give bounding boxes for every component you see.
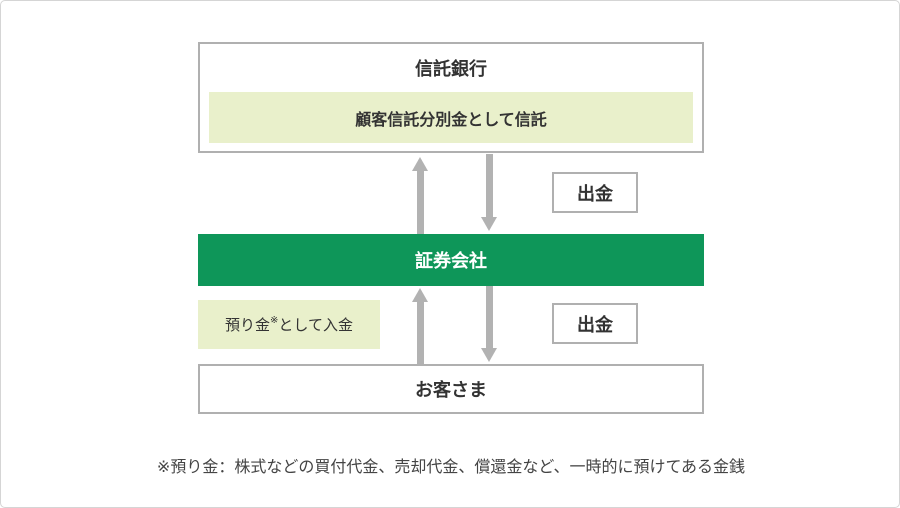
arrow-up-customer-to-securities-icon <box>412 288 428 364</box>
withdrawal-label-bottom: 出金 <box>552 303 638 344</box>
securities-company-bar: 証券会社 <box>198 234 704 286</box>
arrow-shaft <box>485 286 493 348</box>
deposit-label: 預り金※として入金 <box>198 300 380 349</box>
arrowhead-up-icon <box>412 157 428 171</box>
footnote: ※預り金：株式などの買付代金、売却代金、償還金など、一時的に預けてある金銭 <box>156 459 746 476</box>
trust-bank-title: 信託銀行 <box>415 59 487 79</box>
arrowhead-down-icon <box>481 217 497 231</box>
arrow-shaft <box>485 154 493 217</box>
deposit-label-suffix: として入金 <box>278 317 353 334</box>
arrow-up-securities-to-trust-icon <box>412 157 428 234</box>
arrow-shaft <box>416 302 424 364</box>
arrow-shaft <box>416 171 424 234</box>
arrowhead-down-icon <box>481 348 497 362</box>
footnote-marker-icon: ※ <box>270 315 279 326</box>
arrow-down-securities-to-customer-icon <box>481 286 497 362</box>
withdrawal-label-top: 出金 <box>552 172 638 213</box>
trust-segregated-funds-label: 顧客信託分別金として信託 <box>209 92 693 143</box>
arrowhead-up-icon <box>412 288 428 302</box>
customer-box: お客さま <box>198 364 704 414</box>
deposit-label-prefix: 預り金 <box>225 317 271 334</box>
trust-bank-box: 信託銀行 顧客信託分別金として信託 <box>198 42 704 153</box>
arrow-down-trust-to-securities-icon <box>481 154 497 231</box>
